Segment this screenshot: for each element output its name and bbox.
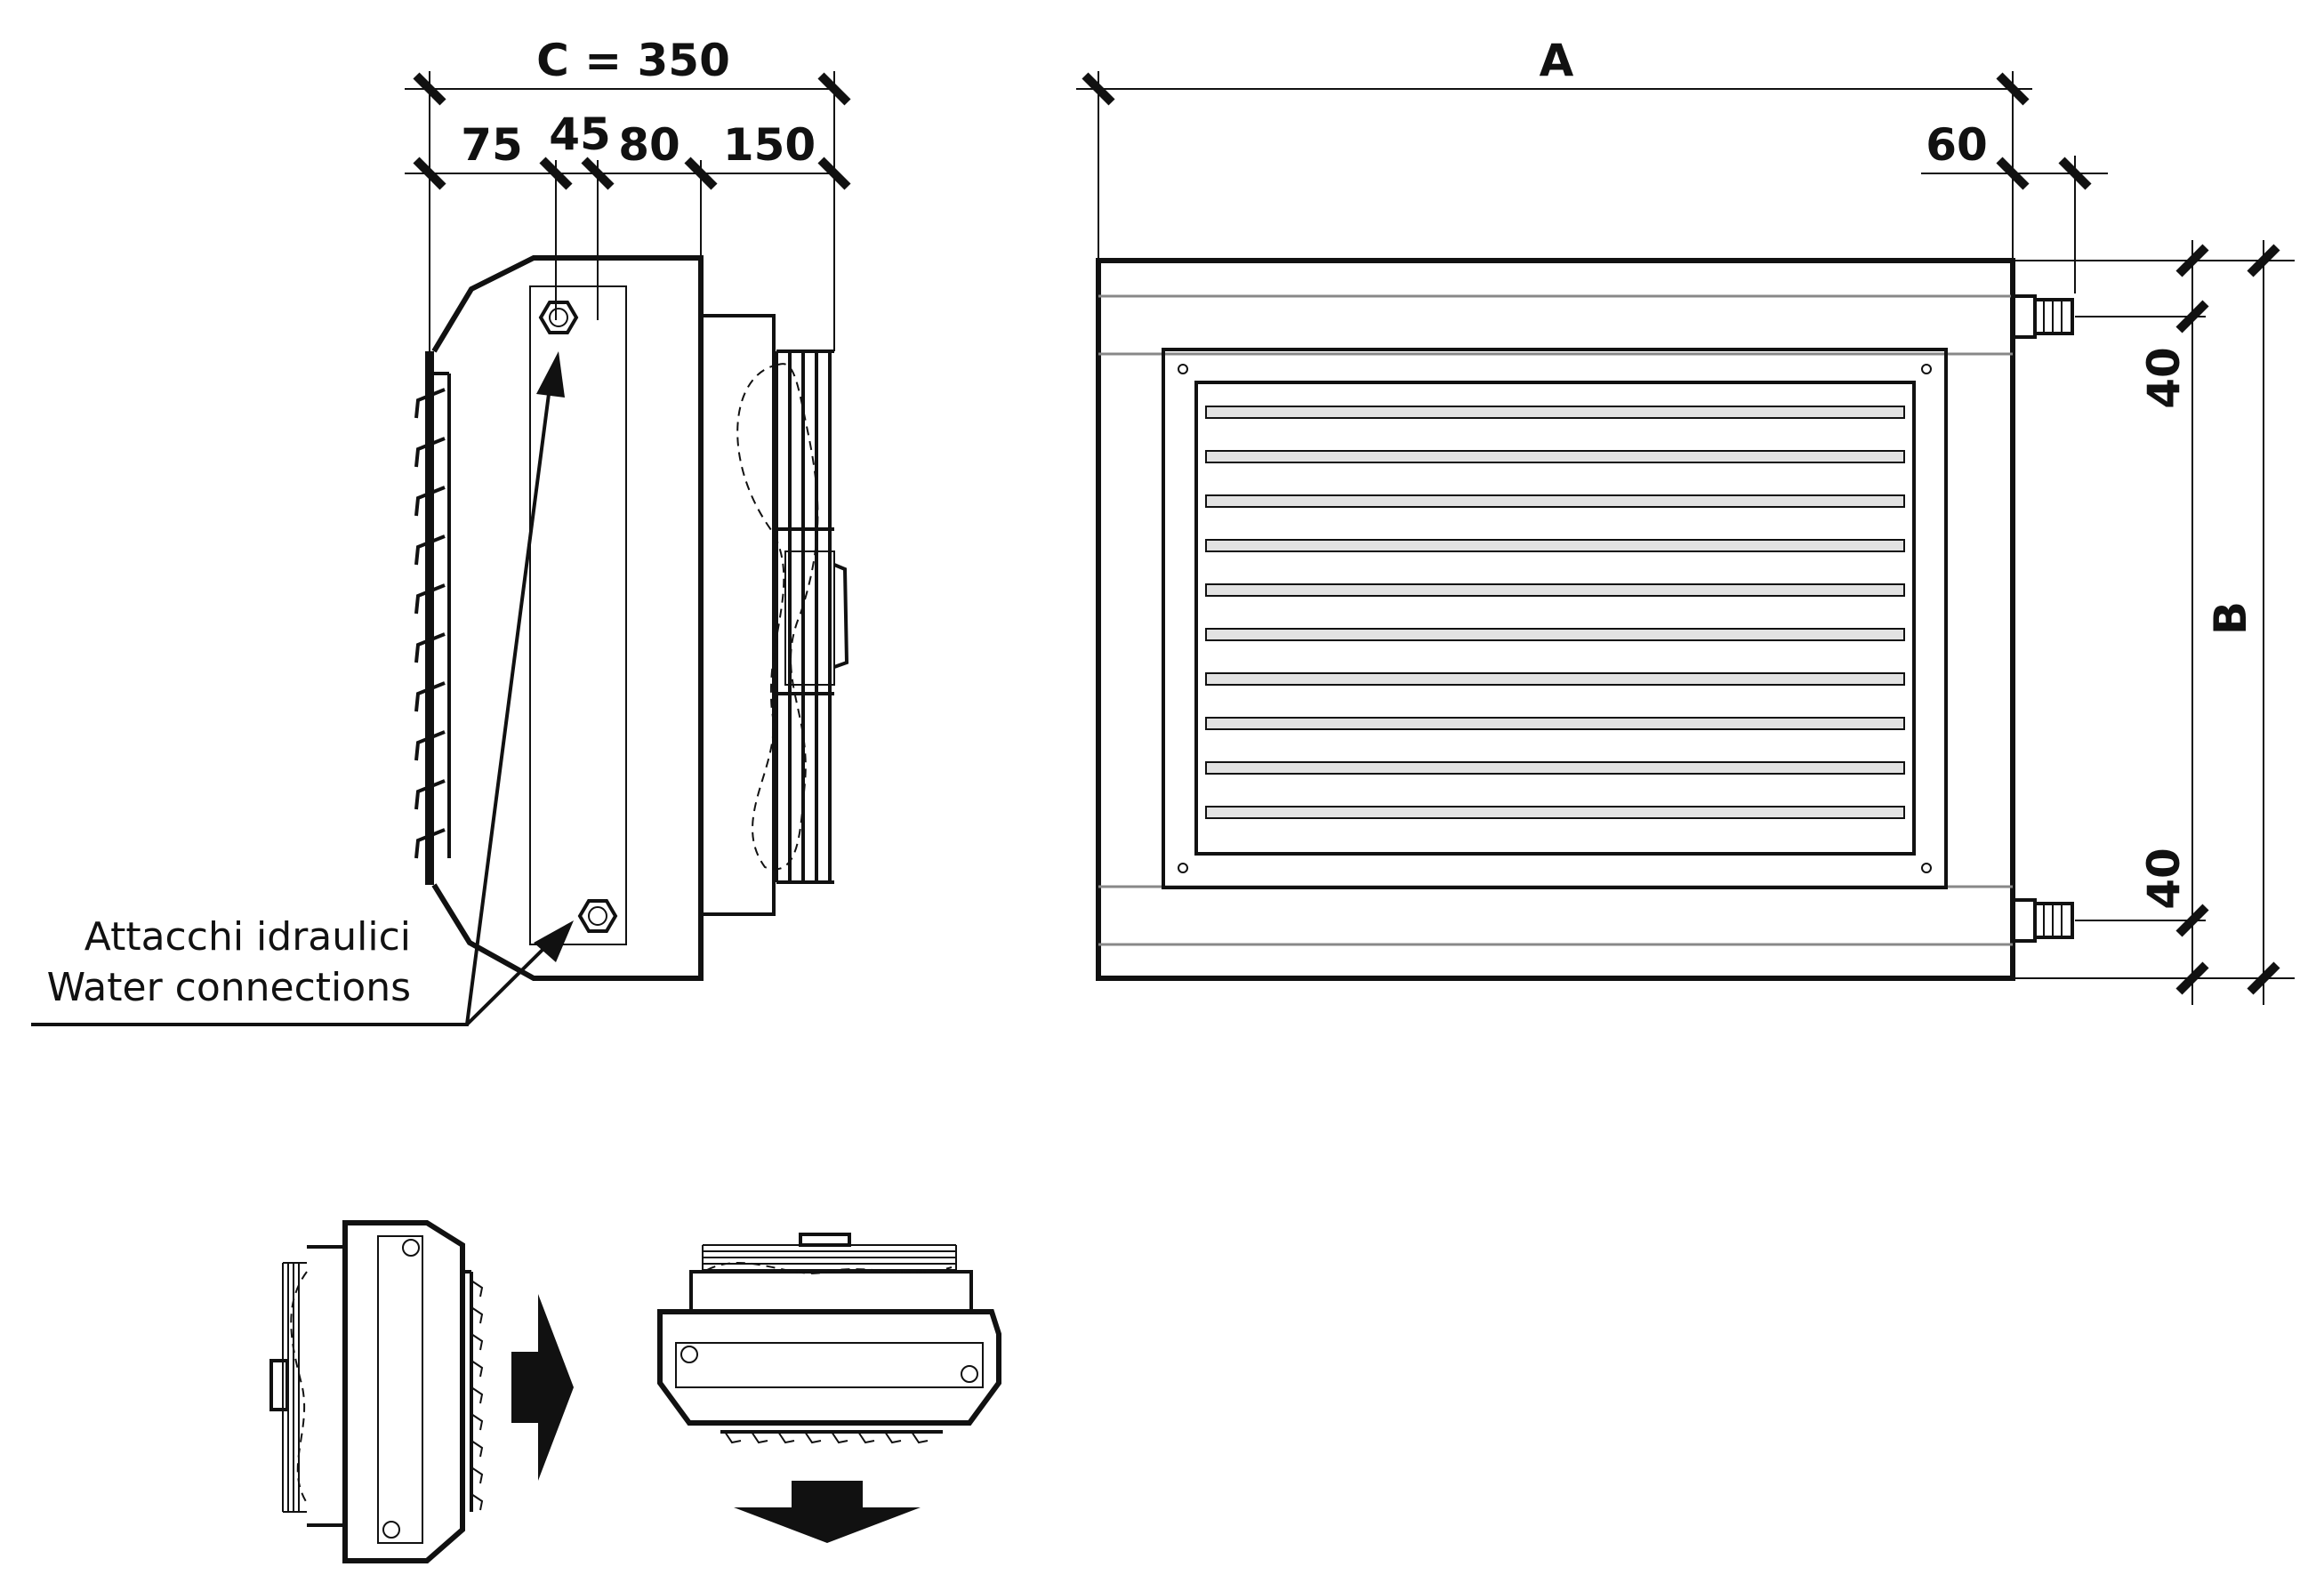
front-connection-top [2011, 294, 2074, 339]
front-view-dimensions: A 60 40 40 B [1076, 35, 2295, 1005]
arrow-down-icon [734, 1481, 921, 1543]
fan-housing [701, 314, 776, 916]
side-louvres [414, 351, 451, 885]
callout-label-en: Water connections [47, 965, 411, 1010]
callout-leaders [31, 351, 574, 1026]
dim-c-segment-150: 150 [723, 119, 816, 171]
installation-ceiling-view [657, 1233, 1001, 1444]
front-connection-bottom [2011, 898, 2074, 943]
dim-connection-bottom: 40 [2138, 848, 2190, 910]
side-view: C = 350 75 45 80 150 [31, 35, 851, 1026]
arrow-right-icon [511, 1294, 574, 1481]
grille-frame [1162, 348, 1948, 889]
installation-wall-view [269, 1220, 484, 1563]
dim-a: A [1540, 35, 1574, 86]
front-casing [1096, 258, 2015, 981]
dim-a-offset: 60 [1926, 119, 1988, 171]
side-casing [431, 255, 704, 981]
grille-opening [1194, 381, 1916, 856]
dim-b: B [2205, 601, 2256, 635]
callout-label-it: Attacchi idraulici [84, 914, 411, 960]
water-connection-top [538, 301, 579, 334]
grille-blades [1205, 406, 1905, 819]
front-view: A 60 40 40 B [1076, 35, 2295, 1005]
water-connection-bottom [577, 899, 618, 933]
fan-guard [775, 350, 849, 884]
dim-c-segment-75: 75 [461, 119, 523, 171]
header-plate [529, 285, 627, 945]
fan-blade-outline [736, 363, 819, 871]
dim-c-total: C = 350 [536, 35, 730, 86]
dim-connection-top: 40 [2138, 347, 2190, 409]
side-view-dimensions: C = 350 75 45 80 150 [405, 35, 851, 351]
dim-c-segment-45: 45 [549, 108, 611, 160]
dim-c-segment-80: 80 [618, 119, 680, 171]
